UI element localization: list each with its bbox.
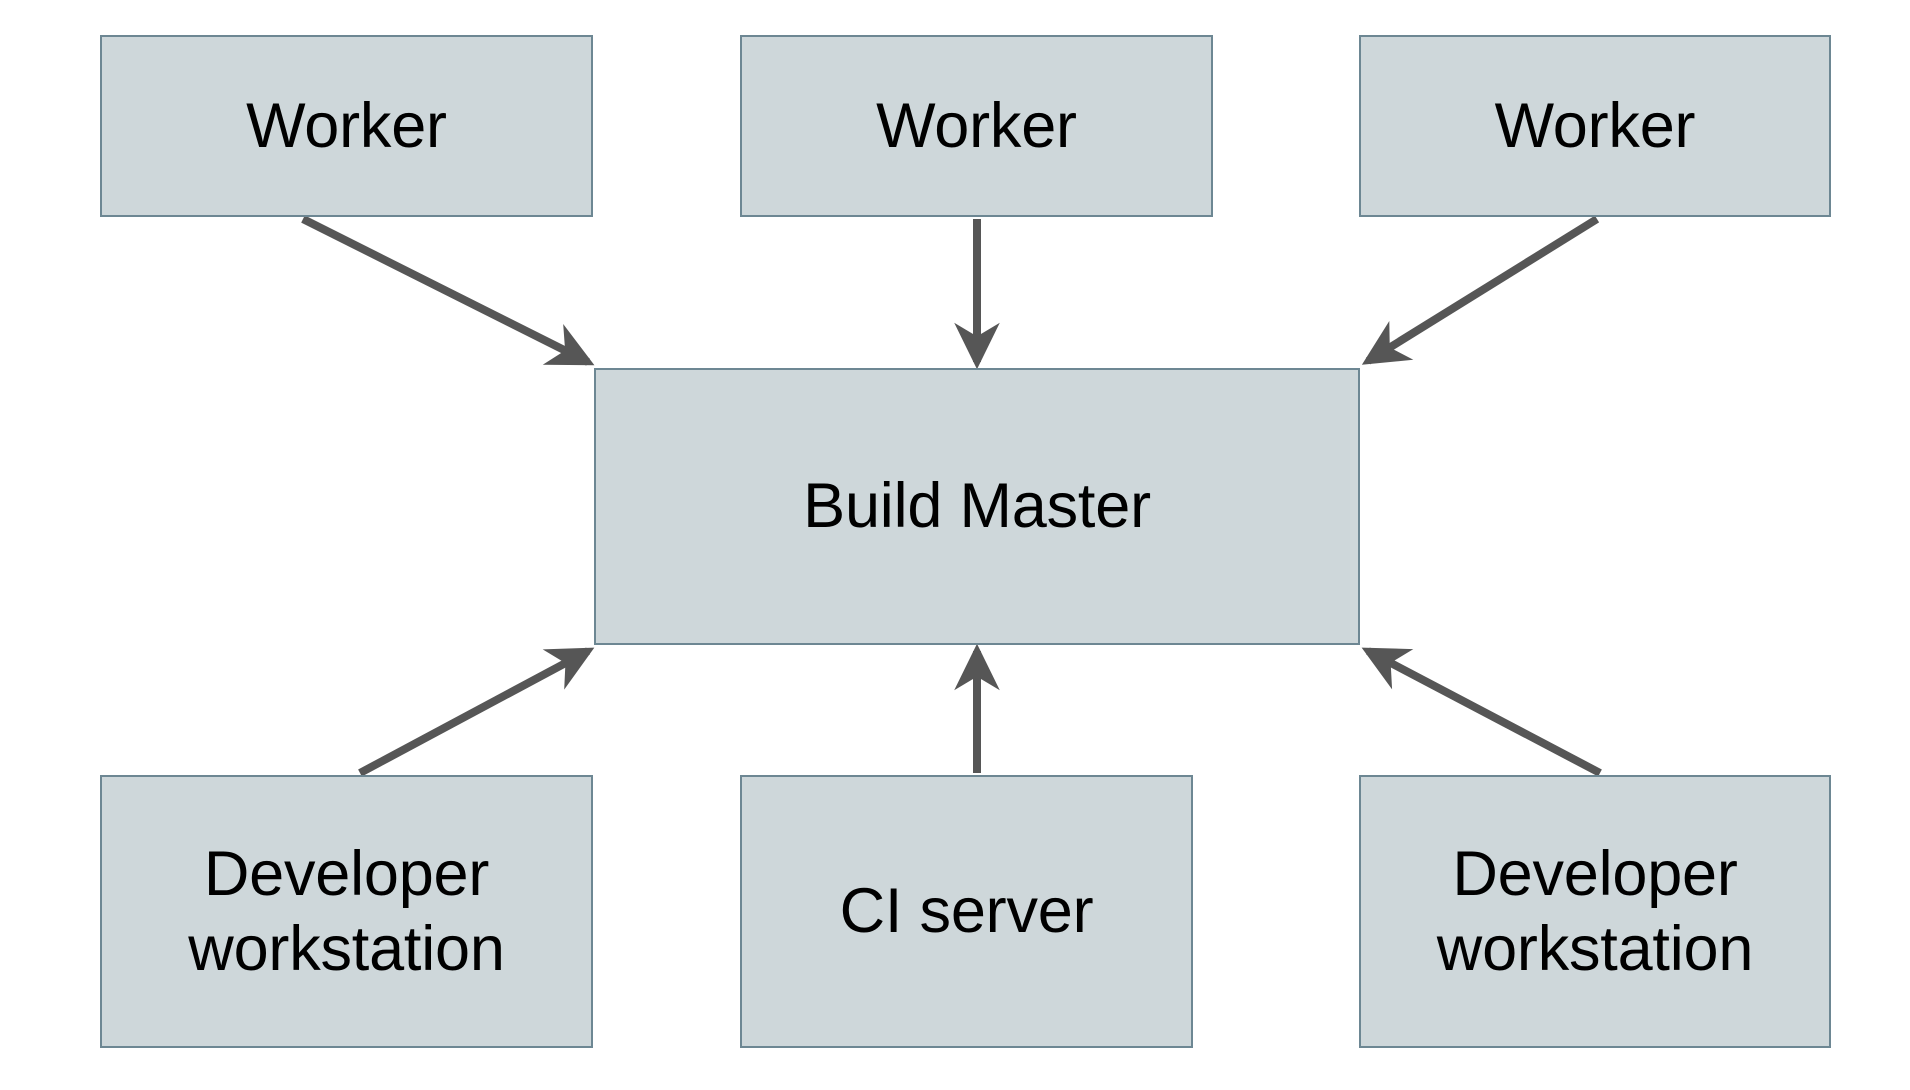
node-build-master[interactable]: Build Master (594, 368, 1360, 645)
node-label: Worker (876, 90, 1077, 161)
edge-worker-left-to-master (301, 215, 595, 366)
node-label: Worker (246, 90, 447, 161)
edge-worker-right-to-master (1361, 215, 1600, 365)
node-worker-mid[interactable]: Worker (740, 35, 1213, 217)
node-developer-workstation-left[interactable]: Developer workstation (100, 775, 593, 1048)
edge-dev-right-to-master (1361, 647, 1602, 777)
node-label: CI server (839, 876, 1094, 947)
node-label: Developer workstation (188, 839, 505, 984)
node-label: Worker (1494, 90, 1696, 161)
node-ci-server[interactable]: CI server (740, 775, 1193, 1048)
node-developer-workstation-right[interactable]: Developer workstation (1359, 775, 1831, 1048)
node-worker-right[interactable]: Worker (1359, 35, 1831, 217)
node-label: Developer workstation (1436, 839, 1754, 984)
edge-dev-left-to-master (358, 647, 595, 777)
node-worker-left[interactable]: Worker (100, 35, 593, 217)
node-label: Build Master (803, 471, 1151, 542)
